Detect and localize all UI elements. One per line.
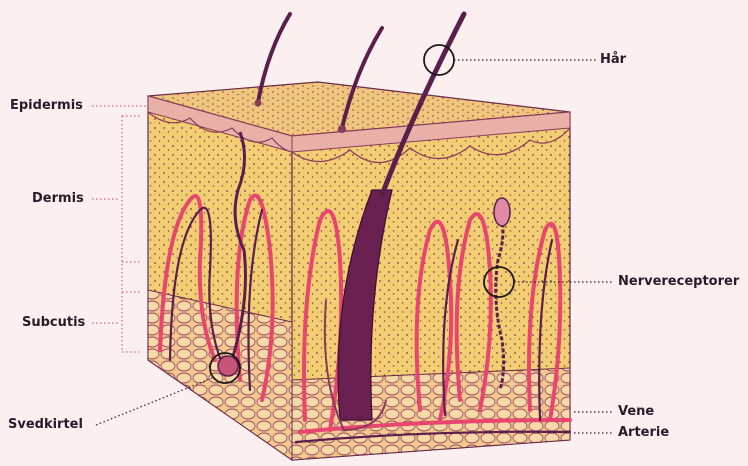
- label-dermis: Dermis: [32, 191, 84, 207]
- label-svedkirtel: Svedkirtel: [8, 417, 83, 433]
- label-subcutis: Subcutis: [22, 315, 85, 331]
- label-nervereceptorer: Nervereceptorer: [618, 274, 739, 290]
- label-arterie: Arterie: [618, 425, 669, 441]
- label-vene: Vene: [618, 404, 654, 420]
- label-epidermis: Epidermis: [10, 98, 83, 114]
- label-haar: Hår: [600, 52, 626, 68]
